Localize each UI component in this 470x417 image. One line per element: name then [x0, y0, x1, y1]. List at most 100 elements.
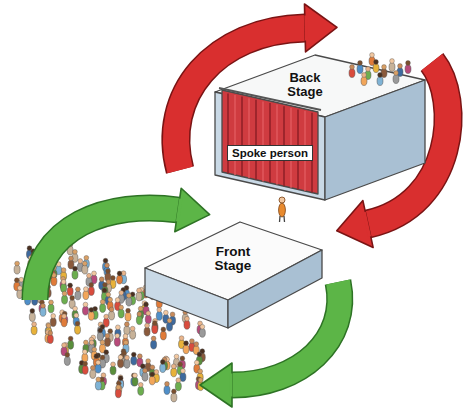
front-stage-block: Front Stage: [140, 215, 330, 335]
stage-label: Front Stage: [208, 245, 258, 273]
person-head: [146, 311, 151, 316]
crowd-person: [118, 355, 124, 368]
crowd-person: [175, 378, 181, 391]
person-head: [124, 322, 129, 327]
person-body: [82, 265, 88, 274]
person-body: [88, 311, 94, 320]
person-head: [119, 305, 124, 310]
person-body: [171, 393, 177, 402]
person-head: [145, 323, 150, 328]
curtain-pleat: [234, 95, 236, 175]
person-body: [48, 304, 54, 313]
crowd-person: [393, 71, 399, 84]
arrow-head: [304, 4, 337, 52]
person-head: [100, 355, 105, 360]
person-body: [167, 322, 173, 331]
person-body: [349, 69, 355, 78]
person-head: [358, 61, 363, 66]
crowd-person: [124, 355, 130, 368]
crowd-person: [82, 349, 88, 362]
person-head: [197, 352, 202, 357]
block-side: [325, 80, 425, 200]
person-head: [198, 378, 203, 383]
curtain-pleat: [269, 103, 271, 183]
person-body: [357, 65, 363, 74]
person-head: [99, 277, 104, 282]
person-body: [131, 356, 137, 365]
crowd-person: [61, 314, 67, 327]
person-head: [82, 261, 87, 266]
person-head: [65, 352, 70, 357]
crowd-person: [67, 283, 73, 296]
node-outline: [140, 215, 330, 335]
person-head: [198, 369, 203, 374]
crowd-person: [167, 318, 173, 331]
person-body: [109, 311, 115, 320]
crowd-person: [97, 328, 103, 341]
arrow-joint: [364, 212, 369, 236]
person-body: [61, 283, 67, 292]
person-head: [100, 300, 105, 305]
crowd-person: [114, 333, 120, 346]
person-head: [194, 342, 199, 347]
person-head: [68, 283, 73, 288]
person-body: [75, 325, 81, 334]
crowd-person: [144, 323, 150, 336]
curtain-rod: [219, 88, 321, 110]
crowd-person: [50, 314, 56, 327]
crowd-person: [109, 307, 115, 320]
person-body: [279, 203, 286, 217]
person-head: [160, 360, 165, 365]
person-body: [175, 382, 181, 391]
person-head: [130, 326, 135, 331]
person-head: [108, 329, 113, 334]
person-head: [70, 296, 75, 301]
crowd-person: [361, 73, 367, 86]
person-body: [100, 303, 106, 312]
crowd-person: [125, 308, 131, 321]
crowd-person: [48, 300, 54, 313]
person-head: [138, 382, 143, 387]
person-body: [72, 270, 78, 279]
person-head: [92, 347, 97, 352]
person-head: [133, 373, 138, 378]
crowd-person: [61, 268, 67, 281]
person-head: [137, 288, 142, 293]
crowd-person: [82, 302, 88, 315]
person-head: [105, 333, 110, 338]
person-body: [199, 328, 205, 337]
person-head: [69, 256, 74, 261]
person-body: [405, 65, 411, 74]
crowd-person: [183, 341, 189, 354]
crowd-person: [31, 322, 37, 335]
person-head: [115, 325, 120, 330]
person-head: [167, 318, 172, 323]
person-head: [125, 355, 130, 360]
crowd-person: [82, 261, 88, 274]
crowd-person: [72, 266, 78, 279]
crowd-person: [357, 61, 363, 74]
person-head: [111, 276, 116, 281]
person-head: [82, 349, 87, 354]
person-head: [62, 291, 67, 296]
person-body: [151, 340, 157, 349]
person-head: [137, 354, 142, 359]
person-body: [62, 295, 68, 304]
person-head: [150, 372, 155, 377]
person-head: [105, 269, 110, 274]
crowd-person: [136, 288, 142, 301]
crowd-person: [164, 382, 170, 395]
person-body: [132, 377, 138, 386]
person-head: [190, 339, 195, 344]
crowd-person: [73, 313, 79, 326]
crowd-person: [47, 331, 53, 344]
person-head: [150, 365, 155, 370]
crowd-person: [62, 291, 68, 304]
person-body: [160, 363, 166, 372]
person-body: [152, 325, 158, 334]
crowd-person: [100, 300, 106, 313]
person-head: [184, 341, 189, 346]
crowd-person: [130, 326, 136, 339]
person-head: [185, 316, 190, 321]
person-head: [105, 263, 110, 268]
